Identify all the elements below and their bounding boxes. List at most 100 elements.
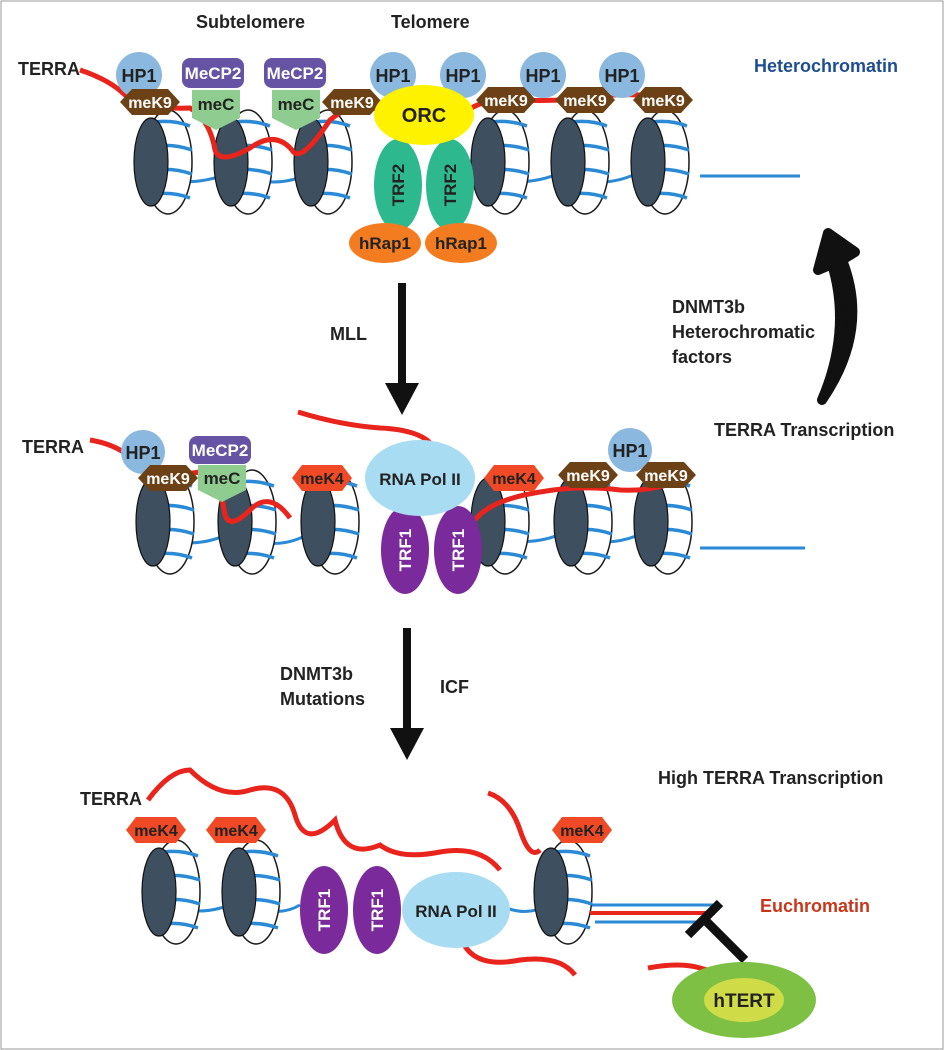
svg-text:HP1: HP1 <box>121 66 156 86</box>
mecp2-protein: MeCP2 <box>189 436 251 464</box>
terra-label-2: TERRA <box>22 437 84 457</box>
trf1-protein: TRF1 <box>434 506 482 594</box>
dnmt3b-mutations-label-1: DNMT3b <box>280 664 353 684</box>
telomere-label: Telomere <box>391 12 470 32</box>
svg-text:hTERT: hTERT <box>713 991 775 1012</box>
mec-mark: meC <box>192 90 240 130</box>
svg-text:meK4: meK4 <box>492 471 536 488</box>
hp1-protein: HP1 <box>608 428 652 472</box>
terra-rna-3 <box>145 767 502 872</box>
mec-mark: meC <box>272 90 320 130</box>
svg-text:meK9: meK9 <box>641 93 685 110</box>
trf2-protein: TRF2 <box>374 139 422 231</box>
svg-text:meC: meC <box>278 95 315 114</box>
terra-label-1: TERRA <box>18 59 80 79</box>
nucleosome <box>532 838 594 946</box>
high-terra-label: High TERRA Transcription <box>658 768 883 788</box>
hrap1-protein: hRap1 <box>425 223 497 263</box>
mecp2-protein: MeCP2 <box>182 58 244 88</box>
hp1-protein: HP1 <box>121 430 165 474</box>
dnmt3b-mutations-label-2: Mutations <box>280 689 365 709</box>
mec-mark: meC <box>198 465 246 502</box>
nucleosome <box>629 108 691 216</box>
svg-text:hRap1: hRap1 <box>359 234 411 253</box>
rna-pol-ii: RNA Pol II <box>402 872 510 948</box>
icf-label: ICF <box>440 677 469 697</box>
mek4-mark: meK4 <box>126 817 186 843</box>
svg-text:meK4: meK4 <box>300 471 344 488</box>
panel-transition: HP1 HP1 MeCP2 meC meK9 meK9 meK9 meK4 <box>22 409 805 594</box>
factors-label: factors <box>672 347 732 367</box>
mek9-mark: meK9 <box>476 87 536 113</box>
hp1-protein: HP1 <box>116 52 162 98</box>
svg-text:MeCP2: MeCP2 <box>185 64 242 83</box>
dnmt3b-label: DNMT3b <box>672 297 745 317</box>
nucleosome <box>469 108 531 216</box>
svg-text:meC: meC <box>198 95 235 114</box>
svg-text:TRF2: TRF2 <box>441 164 460 207</box>
svg-text:HP1: HP1 <box>604 66 639 86</box>
htert-protein: hTERT <box>672 962 816 1038</box>
svg-text:meK9: meK9 <box>146 471 190 488</box>
svg-text:HP1: HP1 <box>375 66 410 86</box>
svg-text:meC: meC <box>204 469 241 488</box>
mecp2-protein: MeCP2 <box>264 58 326 88</box>
svg-text:TRF1: TRF1 <box>396 529 415 572</box>
svg-text:TRF1: TRF1 <box>368 889 387 932</box>
svg-text:meK9: meK9 <box>128 95 172 112</box>
hp1-protein: HP1 <box>440 52 486 98</box>
svg-text:HP1: HP1 <box>612 441 647 461</box>
svg-text:meK9: meK9 <box>330 95 374 112</box>
rna-pol-ii: RNA Pol II <box>365 440 475 516</box>
nucleosome <box>220 838 282 946</box>
svg-text:RNA Pol II: RNA Pol II <box>415 902 497 921</box>
terra-label-3: TERRA <box>80 789 142 809</box>
svg-text:HP1: HP1 <box>125 443 160 463</box>
hrap1-protein: hRap1 <box>349 223 421 263</box>
mek9-mark: meK9 <box>636 462 696 488</box>
mek9-mark: meK9 <box>555 87 615 113</box>
svg-text:meK9: meK9 <box>644 468 688 485</box>
svg-text:ORC: ORC <box>402 105 446 127</box>
svg-text:meK4: meK4 <box>134 823 178 840</box>
orc-complex: ORC <box>374 85 474 145</box>
svg-text:meK9: meK9 <box>566 468 610 485</box>
panel-euchromatin: meK4 meK4 meK4 TRF1 TRF1 RNA Pol II <box>80 767 883 1038</box>
terra-rna-2b <box>297 409 434 447</box>
nucleosome <box>132 108 194 216</box>
svg-text:meK4: meK4 <box>560 823 604 840</box>
svg-text:MeCP2: MeCP2 <box>192 441 249 460</box>
terra-transcription-label: TERRA Transcription <box>714 420 894 440</box>
nucleosome <box>140 838 202 946</box>
svg-text:meK9: meK9 <box>563 93 607 110</box>
mek4-mark: meK4 <box>292 465 352 491</box>
hp1-protein: HP1 <box>370 52 416 98</box>
arrow-down-mll <box>385 283 419 415</box>
mek4-mark: meK4 <box>484 465 544 491</box>
svg-text:HP1: HP1 <box>445 66 480 86</box>
terra-rna-3c <box>487 790 542 855</box>
euchromatin-label: Euchromatin <box>760 896 870 916</box>
svg-text:TRF2: TRF2 <box>389 164 408 207</box>
mek9-mark: meK9 <box>558 462 618 488</box>
subtelomere-label: Subtelomere <box>196 12 305 32</box>
svg-text:hRap1: hRap1 <box>435 234 487 253</box>
mek9-mark: meK9 <box>138 465 198 491</box>
svg-text:TRF1: TRF1 <box>315 889 334 932</box>
svg-text:HP1: HP1 <box>525 66 560 86</box>
svg-text:meK9: meK9 <box>484 93 528 110</box>
hp1-protein: HP1 <box>520 52 566 98</box>
svg-text:meK4: meK4 <box>214 823 258 840</box>
trf1-protein: TRF1 <box>381 506 429 594</box>
panel-heterochromatin: HP1 HP1 HP1 HP1 HP1 MeCP2 MeCP2 <box>18 12 898 263</box>
heterochromatic-label: Heterochromatic <box>672 322 815 342</box>
curved-arrow-up <box>813 228 860 405</box>
svg-text:RNA Pol II: RNA Pol II <box>379 470 461 489</box>
trf1-protein: TRF1 <box>300 866 348 954</box>
inhibition-arrow <box>684 899 749 964</box>
svg-text:TRF1: TRF1 <box>449 529 468 572</box>
heterochromatin-label: Heterochromatin <box>754 56 898 76</box>
trf1-protein: TRF1 <box>353 866 401 954</box>
